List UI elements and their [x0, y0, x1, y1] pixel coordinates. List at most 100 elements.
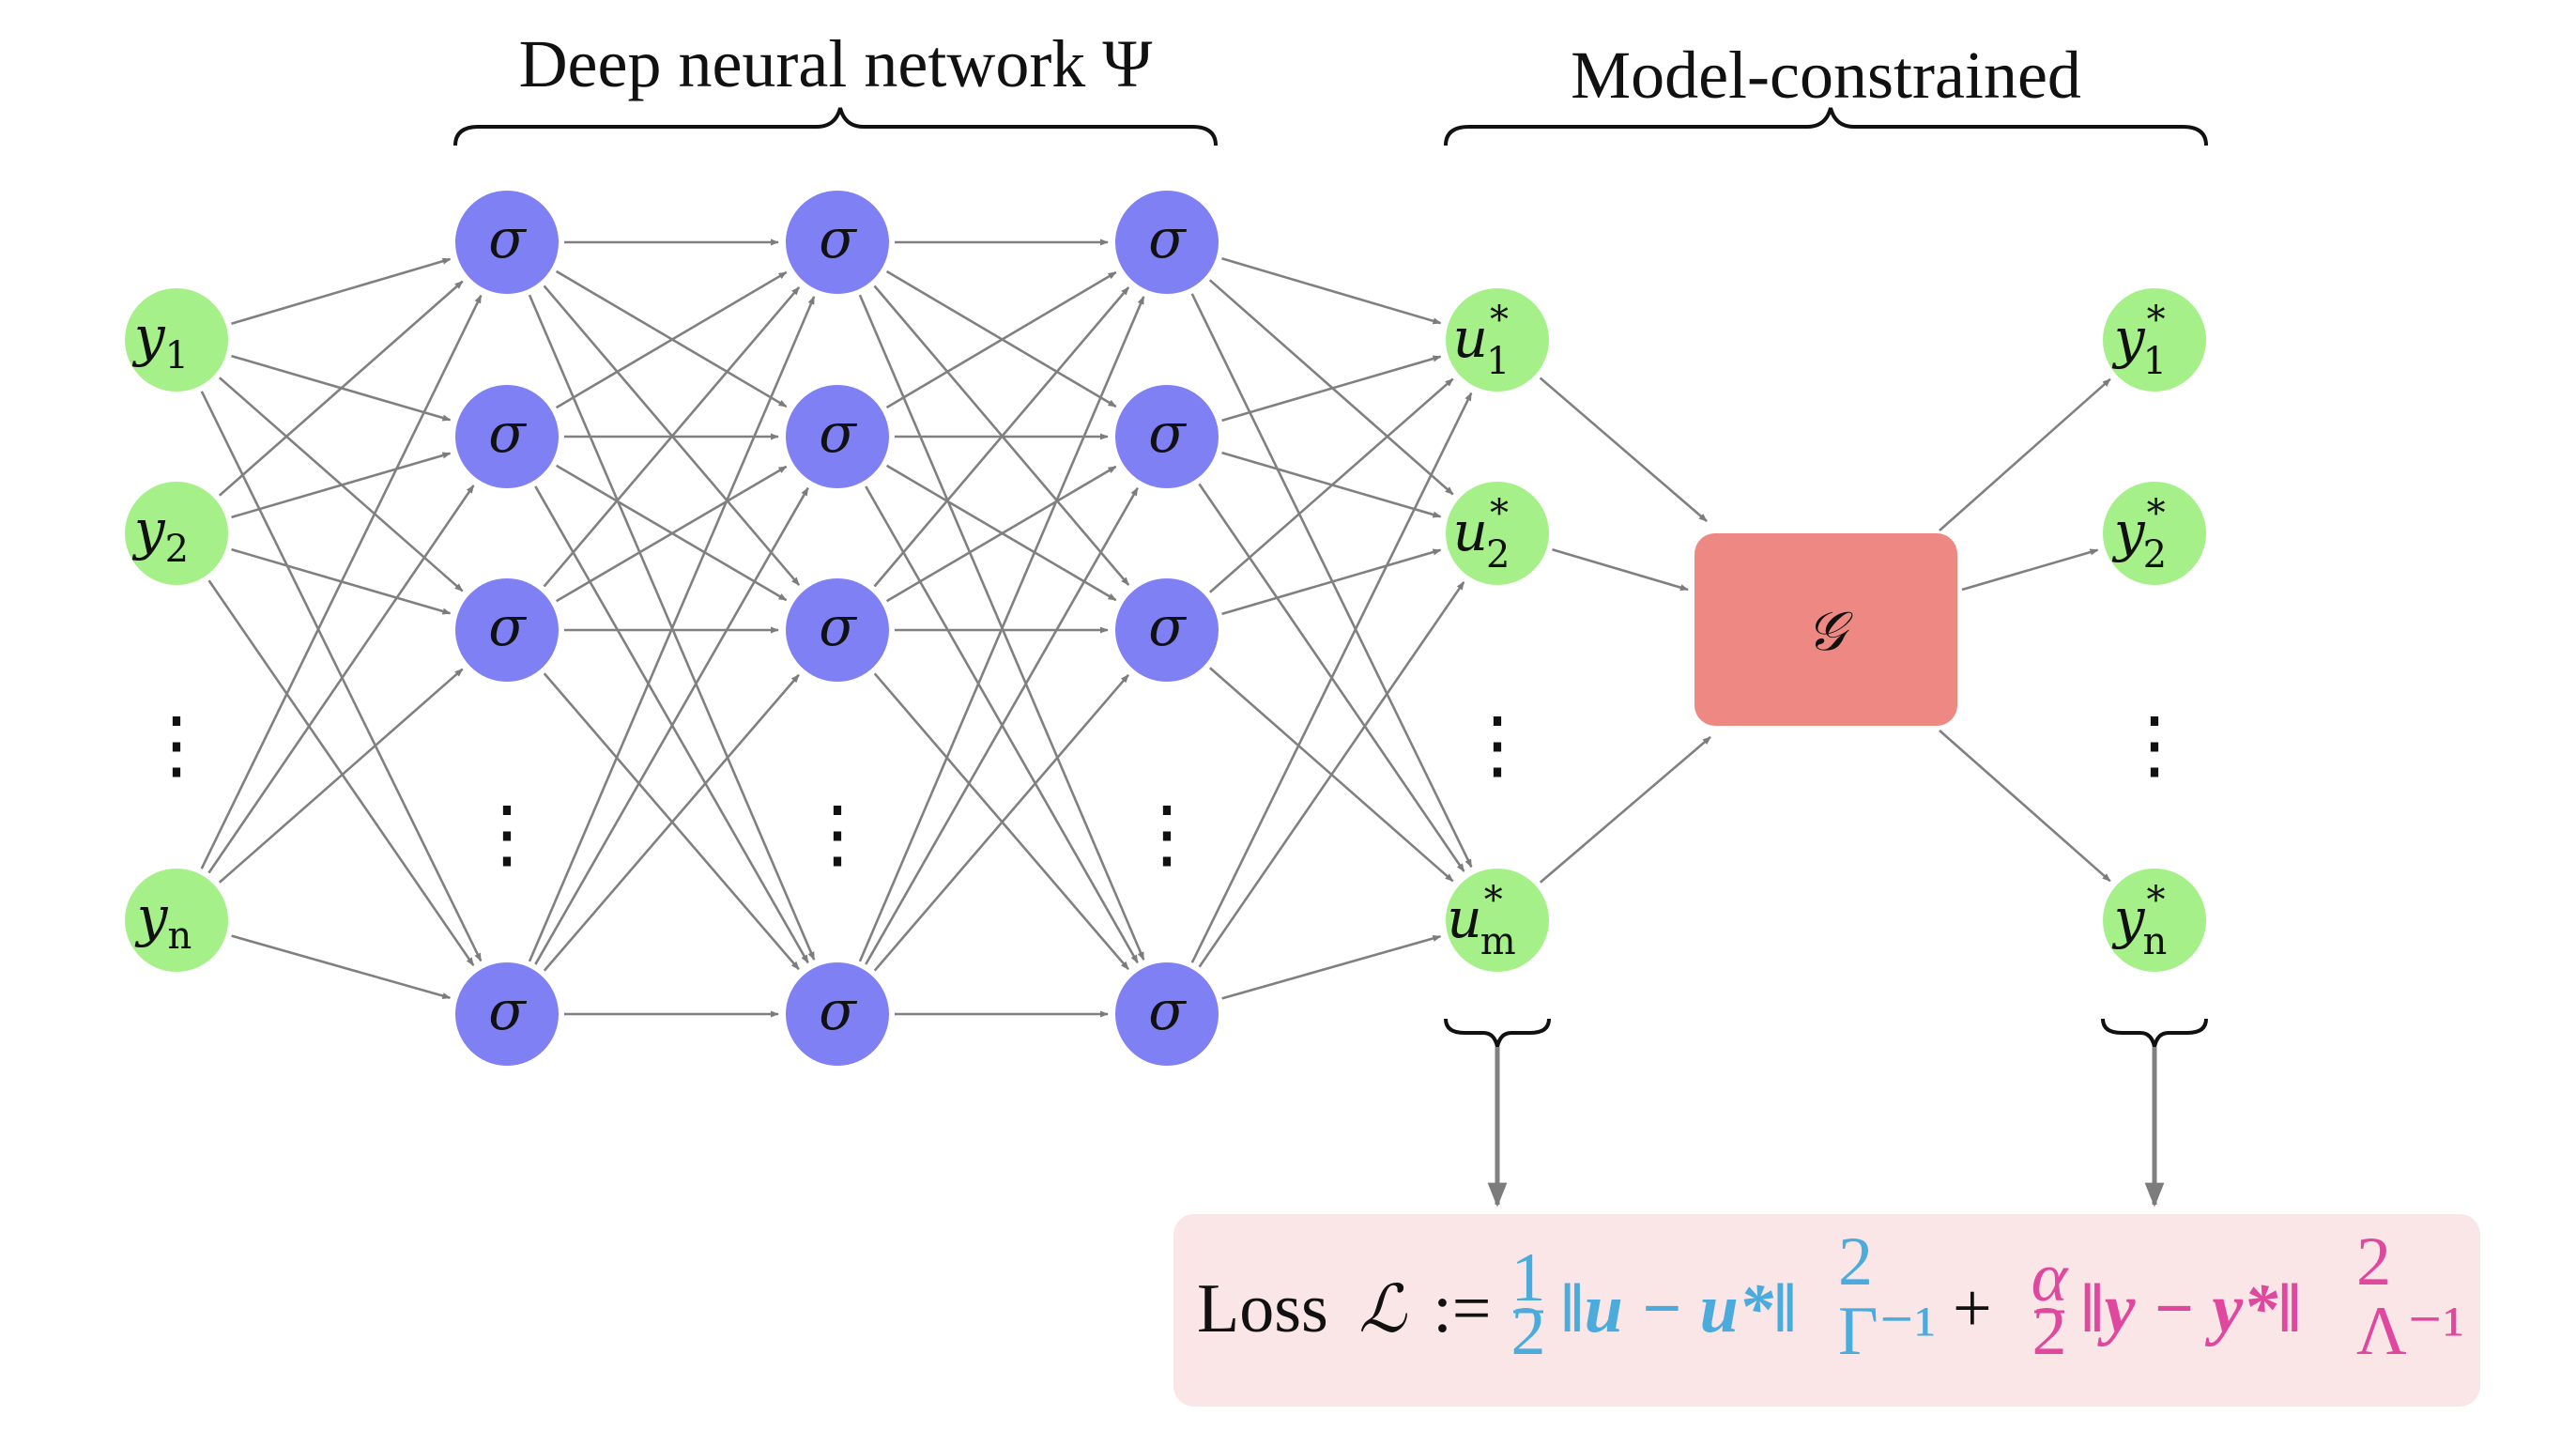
- svg-text:σ: σ: [488, 207, 527, 270]
- svg-text:σ: σ: [819, 978, 857, 1042]
- edge-output-operator: [1539, 377, 1708, 522]
- output-node-u1: u*1: [1446, 288, 1549, 392]
- edge-input-hidden: [231, 934, 452, 1000]
- loss-box: Loss ℒ := 1 2 ‖u − u*‖ 2 Γ⁻¹ + α 2 ‖y − …: [1173, 1214, 2480, 1407]
- dnn-brace: [453, 107, 1218, 146]
- input-node-y2: y2: [125, 482, 228, 585]
- hidden-node-l3-n4: σ: [1115, 962, 1219, 1066]
- svg-text:y*1: y*1: [2111, 299, 2167, 383]
- hidden-node-l2-n1: σ: [786, 191, 889, 294]
- hidden-node-l1-n4: σ: [455, 962, 559, 1066]
- edge-hidden-output: [1221, 355, 1442, 423]
- edge-operator-predicted: [1939, 730, 2111, 883]
- edge-hidden-output: [1208, 377, 1454, 593]
- u-bottom-brace: [1444, 1018, 1551, 1048]
- edge-input-hidden: [207, 485, 475, 874]
- edge-hidden-hidden: [858, 296, 1145, 962]
- input-node-yn: yn: [125, 869, 228, 972]
- svg-text:σ: σ: [488, 594, 527, 658]
- edge-hidden-output: [1221, 257, 1442, 325]
- svg-text:yn: yn: [134, 885, 192, 958]
- input-node-y1: y1: [125, 288, 228, 392]
- predicted-node-y2: y*2: [2103, 482, 2206, 585]
- loss-term2-coefficient: α 2: [2032, 1239, 2070, 1370]
- network-edges: [200, 238, 2111, 1018]
- hidden-node-l3-n3: σ: [1115, 578, 1219, 682]
- svg-text:σ: σ: [819, 401, 857, 465]
- svg-text:σ: σ: [1148, 401, 1187, 465]
- svg-text:σ: σ: [819, 594, 857, 658]
- hidden-ellipsis-l1: ⋮: [469, 793, 544, 876]
- loss-assign: :=: [1433, 1270, 1491, 1347]
- edge-hidden-output: [1221, 934, 1442, 1000]
- edge-hidden-hidden: [873, 286, 1130, 588]
- hidden-layers: σ σ σ σ ⋮ σ σ σ σ ⋮ σ σ σ σ ⋮: [455, 191, 1219, 1066]
- edge-hidden-output: [1208, 279, 1454, 496]
- output-node-um: u*m: [1446, 869, 1549, 972]
- hidden-node-l2-n3: σ: [786, 578, 889, 682]
- edge-hidden-hidden: [555, 270, 788, 409]
- hidden-ellipsis-l3: ⋮: [1129, 793, 1204, 876]
- edge-input-hidden: [231, 257, 452, 325]
- svg-text:Loss ℒ :=: Loss ℒ :=: [1197, 1270, 1492, 1347]
- edge-output-operator: [1539, 736, 1711, 884]
- output-node-u2: u*2: [1446, 482, 1549, 585]
- dnn-title: Deep neural network Ψ: [519, 26, 1153, 101]
- edge-input-hidden: [218, 668, 464, 884]
- edge-hidden-hidden: [865, 486, 1139, 965]
- svg-text:1: 1: [1511, 1239, 1546, 1316]
- y-bottom-brace: [2101, 1018, 2208, 1048]
- edge-hidden-hidden: [528, 296, 816, 962]
- svg-text:σ: σ: [488, 401, 527, 465]
- loss-term1-norm: ‖u − u*‖: [1560, 1270, 1797, 1347]
- edge-hidden-hidden: [555, 465, 788, 603]
- predicted-ellipsis: ⋮: [2117, 704, 2192, 787]
- svg-text:y2: y2: [131, 498, 189, 571]
- edge-hidden-output: [1190, 392, 1473, 963]
- edge-hidden-hidden: [873, 673, 1129, 972]
- svg-text:2: 2: [1511, 1293, 1546, 1370]
- svg-text:u*1: u*1: [1453, 299, 1510, 383]
- svg-text:α: α: [2032, 1239, 2070, 1316]
- svg-text:y*n: y*n: [2111, 879, 2168, 963]
- model-constrained-title: Model-constrained: [1571, 38, 2081, 113]
- edge-hidden-hidden: [885, 270, 1117, 409]
- hidden-node-l2-n4: σ: [786, 962, 889, 1066]
- edge-hidden-hidden: [534, 486, 809, 965]
- svg-text:σ: σ: [1148, 978, 1187, 1042]
- edge-hidden-output: [1190, 293, 1473, 869]
- predicted-node-y1: y*1: [2103, 288, 2206, 392]
- hidden-node-l1-n2: σ: [455, 385, 559, 488]
- edge-input-hidden: [200, 391, 483, 962]
- svg-text:u*m: u*m: [1447, 879, 1515, 963]
- edge-operator-predicted: [1961, 548, 2099, 592]
- hidden-node-l1-n1: σ: [455, 191, 559, 294]
- hidden-ellipsis-l2: ⋮: [800, 793, 875, 876]
- loss-term1-weight: Γ⁻¹: [1838, 1293, 1936, 1370]
- loss-term2-power: 2: [2356, 1223, 2391, 1300]
- loss-symbol: ℒ: [1358, 1270, 1407, 1347]
- hidden-node-l3-n2: σ: [1115, 385, 1219, 488]
- edge-hidden-hidden: [543, 673, 800, 972]
- loss-term1-coefficient: 1 2: [1511, 1239, 1546, 1370]
- hidden-node-l2-n2: σ: [786, 385, 889, 488]
- edge-input-hidden: [200, 294, 483, 869]
- edge-input-hidden: [231, 452, 452, 519]
- svg-text:σ: σ: [1148, 207, 1187, 270]
- edge-hidden-hidden: [885, 465, 1117, 603]
- forward-operator-box: 𝒢: [1694, 533, 1957, 726]
- svg-text:y1: y1: [131, 304, 189, 377]
- edge-input-hidden: [218, 280, 464, 497]
- loss-term2-norm: ‖y − y*‖: [2080, 1270, 2302, 1347]
- loss-prefix: Loss: [1197, 1270, 1328, 1347]
- edge-hidden-output: [1198, 581, 1465, 968]
- edge-input-hidden: [207, 579, 475, 966]
- edge-output-operator: [1552, 548, 1689, 592]
- hidden-node-l3-n1: σ: [1115, 191, 1219, 294]
- loss-term1-power: 2: [1838, 1223, 1873, 1300]
- edge-hidden-hidden: [543, 286, 801, 588]
- loss-plus: +: [1953, 1270, 1992, 1347]
- svg-text:σ: σ: [819, 207, 857, 270]
- svg-text:σ: σ: [488, 978, 527, 1042]
